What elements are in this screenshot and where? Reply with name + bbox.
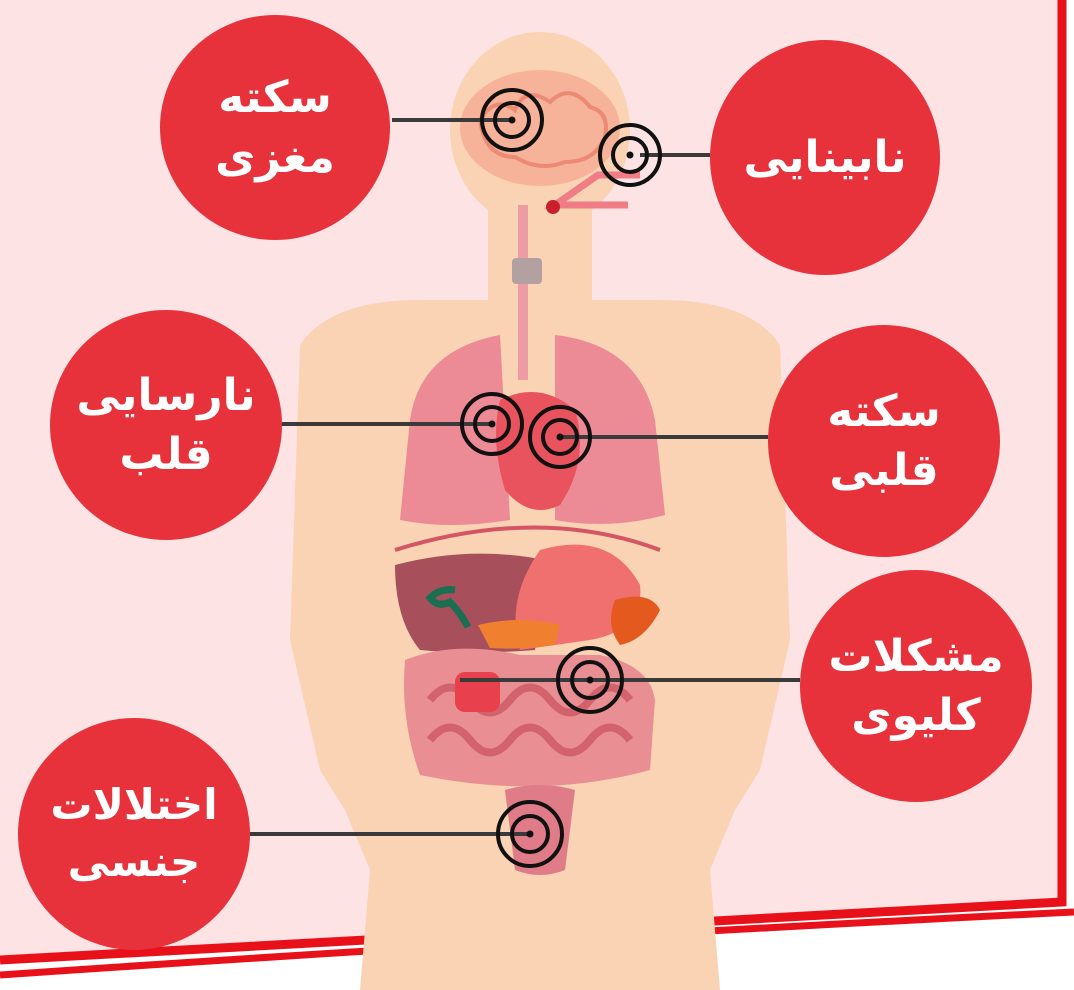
brain-stroke-line1: سکته: [218, 68, 332, 127]
heart-failure-line1: نارسایی: [76, 366, 255, 425]
brain-stroke-line2: مغزی: [215, 128, 335, 187]
sexual-disorders-line1: اختلالات: [50, 777, 217, 834]
blindness-line1: نابینایی: [743, 128, 906, 187]
kidney-problems-line1: مشکلات: [828, 627, 1003, 686]
label-blindness: نابینایی: [710, 40, 940, 275]
thyroid: [512, 258, 542, 284]
trachea: [518, 205, 528, 380]
vessel-dot: [546, 200, 560, 214]
intestines-organ: [404, 649, 655, 787]
heart-attack-line1: سکته: [827, 382, 941, 441]
label-kidney-problems: مشکلات کلیوی: [800, 570, 1032, 802]
label-brain-stroke: سکته مغزی: [160, 15, 390, 240]
sexual-disorders-line2: جنسی: [68, 834, 201, 891]
heart-failure-line2: قلب: [119, 425, 212, 484]
kidney-problems-line2: کلیوی: [851, 686, 980, 745]
label-heart-attack: سکته قلبی: [768, 325, 1000, 557]
heart-attack-line2: قلبی: [829, 441, 938, 500]
label-heart-failure: نارسایی قلب: [50, 310, 282, 540]
label-sexual-disorders: اختلالات جنسی: [18, 718, 250, 950]
pancreas-organ: [478, 620, 560, 649]
